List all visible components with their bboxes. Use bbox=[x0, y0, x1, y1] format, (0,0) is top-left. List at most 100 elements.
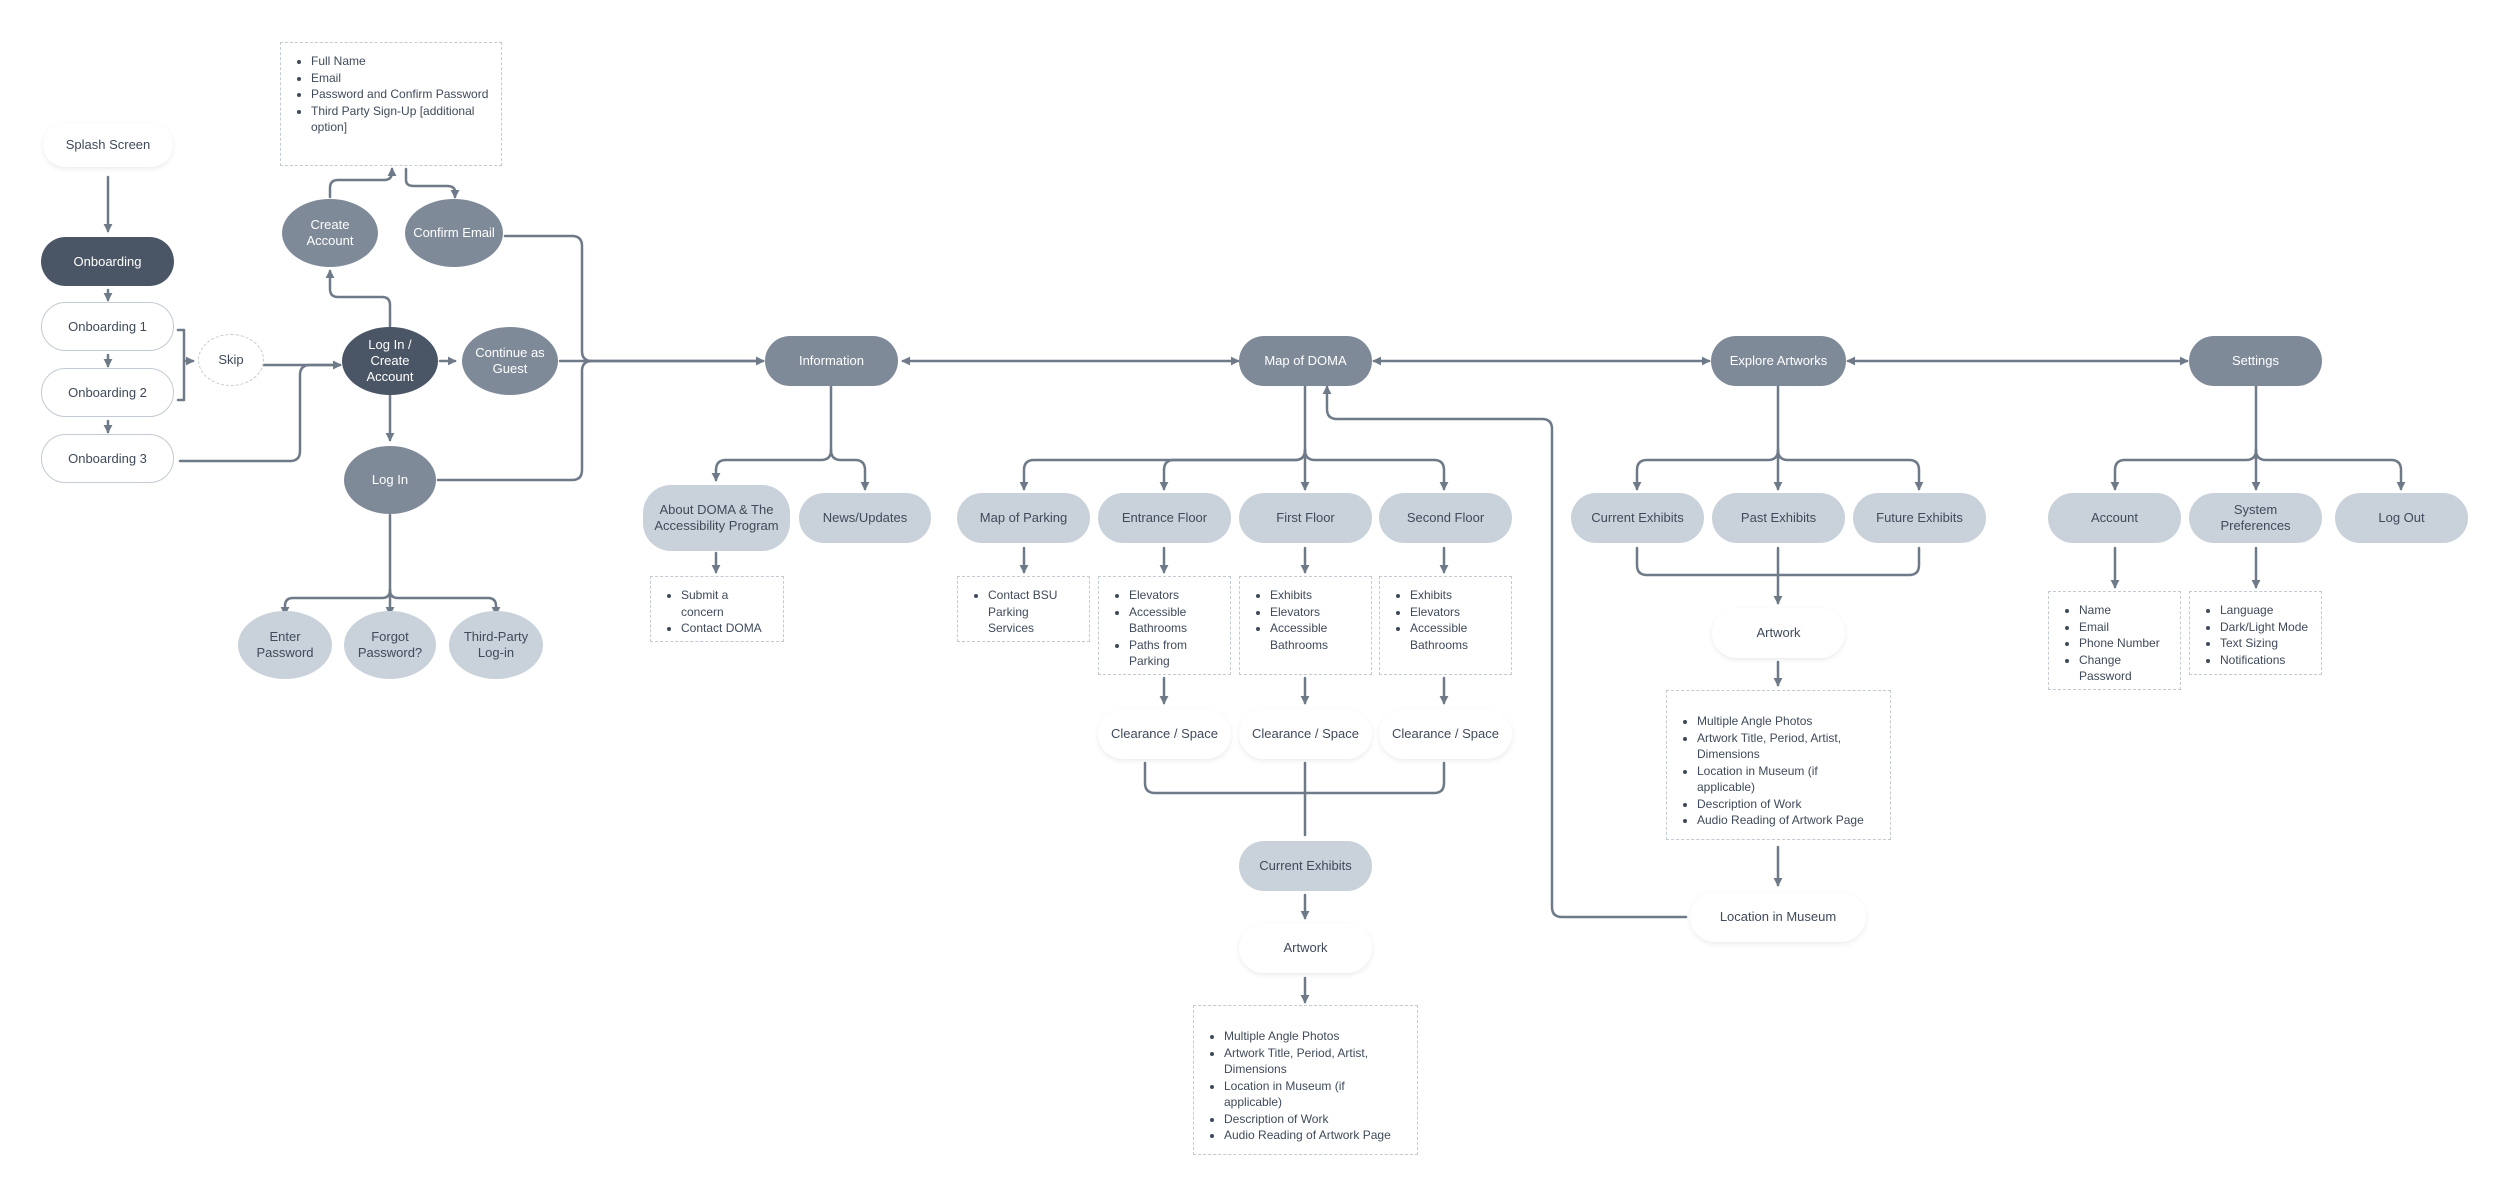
connector-map-entrance bbox=[1159, 448, 1307, 491]
onboarding-3-node[interactable]: Onboarding 3 bbox=[41, 434, 174, 483]
onboarding-node[interactable]: Onboarding bbox=[41, 237, 174, 286]
system-preferences-note: Language Dark/Light Mode Text Sizing Not… bbox=[2189, 591, 2322, 675]
note-item: Contact BSU Parking Services bbox=[988, 587, 1077, 637]
connector-map-second bbox=[1303, 448, 1449, 491]
artwork-details-explore-note: Multiple Angle Photos Artwork Title, Per… bbox=[1666, 690, 1891, 840]
artwork-details-map-note: Multiple Angle Photos Artwork Title, Per… bbox=[1193, 1005, 1418, 1155]
artwork-map-node[interactable]: Artwork bbox=[1239, 923, 1372, 973]
about-doma-node[interactable]: About DOMA & The Accessibility Program bbox=[643, 485, 790, 551]
continue-as-guest-node[interactable]: Continue as Guest bbox=[462, 327, 558, 395]
system-preferences-node[interactable]: System Preferences bbox=[2189, 493, 2322, 543]
connector-explore-future bbox=[1776, 448, 1924, 491]
note-item: Paths from Parking bbox=[1129, 637, 1218, 670]
second-floor-note: Exhibits Elevators Accessible Bathrooms bbox=[1379, 576, 1512, 675]
connector-settings-logout bbox=[2254, 448, 2406, 491]
note-item: Notifications bbox=[2220, 652, 2309, 669]
skip-node[interactable]: Skip bbox=[198, 334, 264, 386]
note-item: Audio Reading of Artwork Page bbox=[1224, 1127, 1405, 1144]
note-item: Elevators bbox=[1410, 604, 1499, 621]
map-of-parking-node[interactable]: Map of Parking bbox=[957, 493, 1090, 543]
note-item: Name bbox=[2079, 602, 2168, 619]
forgot-password-node[interactable]: Forgot Password? bbox=[344, 611, 436, 679]
note-item: Password and Confirm Password bbox=[311, 86, 489, 103]
connector-clearance-merge bbox=[1143, 761, 1446, 837]
create-account-node[interactable]: Create Account bbox=[282, 199, 378, 267]
note-item: Submit a concern bbox=[681, 587, 771, 620]
note-item: Exhibits bbox=[1270, 587, 1359, 604]
first-floor-node[interactable]: First Floor bbox=[1239, 493, 1372, 543]
clearance-space-second-node[interactable]: Clearance / Space bbox=[1379, 709, 1512, 759]
clearance-space-entrance-node[interactable]: Clearance / Space bbox=[1098, 709, 1231, 759]
note-item: Language bbox=[2220, 602, 2309, 619]
note-item: Contact DOMA bbox=[681, 620, 771, 637]
connector-exhibits-merge bbox=[1635, 546, 1921, 603]
connector-login-info bbox=[436, 359, 594, 482]
about-doma-note: Submit a concern Contact DOMA bbox=[650, 576, 784, 642]
second-floor-node[interactable]: Second Floor bbox=[1379, 493, 1512, 543]
note-item: Location in Museum (if applicable) bbox=[1697, 763, 1878, 796]
splash-screen-node[interactable]: Splash Screen bbox=[43, 123, 173, 167]
connector-to-enter-password bbox=[280, 588, 392, 616]
settings-node[interactable]: Settings bbox=[2189, 336, 2322, 386]
onboarding-2-node[interactable]: Onboarding 2 bbox=[41, 368, 174, 417]
location-in-museum-node[interactable]: Location in Museum bbox=[1690, 892, 1866, 942]
first-floor-note: Exhibits Elevators Accessible Bathrooms bbox=[1239, 576, 1372, 675]
note-item: Accessible Bathrooms bbox=[1129, 604, 1218, 637]
connector-settings-account bbox=[2110, 448, 2258, 491]
note-item: Email bbox=[311, 70, 489, 87]
onboarding-1-node[interactable]: Onboarding 1 bbox=[41, 302, 174, 351]
note-item: Location in Museum (if applicable) bbox=[1224, 1078, 1405, 1111]
future-exhibits-node[interactable]: Future Exhibits bbox=[1853, 493, 1986, 543]
current-exhibits-node[interactable]: Current Exhibits bbox=[1571, 493, 1704, 543]
note-item: Multiple Angle Photos bbox=[1224, 1028, 1405, 1045]
account-settings-note: Name Email Phone Number Change Password bbox=[2048, 591, 2181, 690]
connector-login-create bbox=[325, 269, 392, 332]
note-item: Audio Reading of Artwork Page bbox=[1697, 812, 1878, 829]
note-item: Change Password bbox=[2079, 652, 2168, 685]
clearance-space-first-node[interactable]: Clearance / Space bbox=[1239, 709, 1372, 759]
note-item: Dark/Light Mode bbox=[2220, 619, 2309, 636]
parking-note: Contact BSU Parking Services bbox=[957, 576, 1090, 642]
note-item: Artwork Title, Period, Artist, Dimension… bbox=[1697, 730, 1878, 763]
enter-password-node[interactable]: Enter Password bbox=[238, 611, 332, 679]
note-item: Description of Work bbox=[1224, 1111, 1405, 1128]
note-item: Accessible Bathrooms bbox=[1270, 620, 1359, 653]
note-item: Exhibits bbox=[1410, 587, 1499, 604]
note-item: Elevators bbox=[1129, 587, 1218, 604]
artwork-explore-node[interactable]: Artwork bbox=[1712, 608, 1845, 658]
note-item: Email bbox=[2079, 619, 2168, 636]
note-item: Full Name bbox=[311, 53, 489, 70]
information-node[interactable]: Information bbox=[765, 336, 898, 386]
note-item: Elevators bbox=[1270, 604, 1359, 621]
log-in-node[interactable]: Log In bbox=[344, 446, 436, 514]
connector-info-news bbox=[829, 448, 870, 491]
signup-fields-note: Full Name Email Password and Confirm Pas… bbox=[280, 42, 502, 166]
entrance-floor-node[interactable]: Entrance Floor bbox=[1098, 493, 1231, 543]
connector-signup-confirm bbox=[404, 167, 460, 199]
log-out-node[interactable]: Log Out bbox=[2335, 493, 2468, 543]
past-exhibits-node[interactable]: Past Exhibits bbox=[1712, 493, 1845, 543]
connector-skip-bracket bbox=[176, 328, 186, 402]
confirm-email-node[interactable]: Confirm Email bbox=[405, 199, 503, 267]
note-item: Description of Work bbox=[1697, 796, 1878, 813]
news-updates-node[interactable]: News/Updates bbox=[799, 493, 931, 543]
explore-artworks-node[interactable]: Explore Artworks bbox=[1711, 336, 1846, 386]
connector-location-map bbox=[1322, 385, 1688, 919]
note-item: Multiple Angle Photos bbox=[1697, 713, 1878, 730]
note-item: Text Sizing bbox=[2220, 635, 2309, 652]
account-node[interactable]: Account bbox=[2048, 493, 2181, 543]
note-item: Phone Number bbox=[2079, 635, 2168, 652]
note-item: Artwork Title, Period, Artist, Dimension… bbox=[1224, 1045, 1405, 1078]
current-exhibits-map-node[interactable]: Current Exhibits bbox=[1239, 841, 1372, 891]
map-of-doma-node[interactable]: Map of DOMA bbox=[1239, 336, 1372, 386]
connector-create-signup bbox=[328, 167, 397, 199]
connector-info-about bbox=[711, 448, 833, 482]
connector-ob3-login bbox=[178, 360, 342, 463]
note-item: Accessible Bathrooms bbox=[1410, 620, 1499, 653]
note-item: Third Party Sign-Up [additional option] bbox=[311, 103, 489, 136]
login-create-account-node[interactable]: Log In / Create Account bbox=[342, 327, 438, 395]
connector-to-third-party bbox=[388, 588, 501, 616]
third-party-login-node[interactable]: Third-Party Log-in bbox=[449, 611, 543, 679]
entrance-floor-note: Elevators Accessible Bathrooms Paths fro… bbox=[1098, 576, 1231, 675]
